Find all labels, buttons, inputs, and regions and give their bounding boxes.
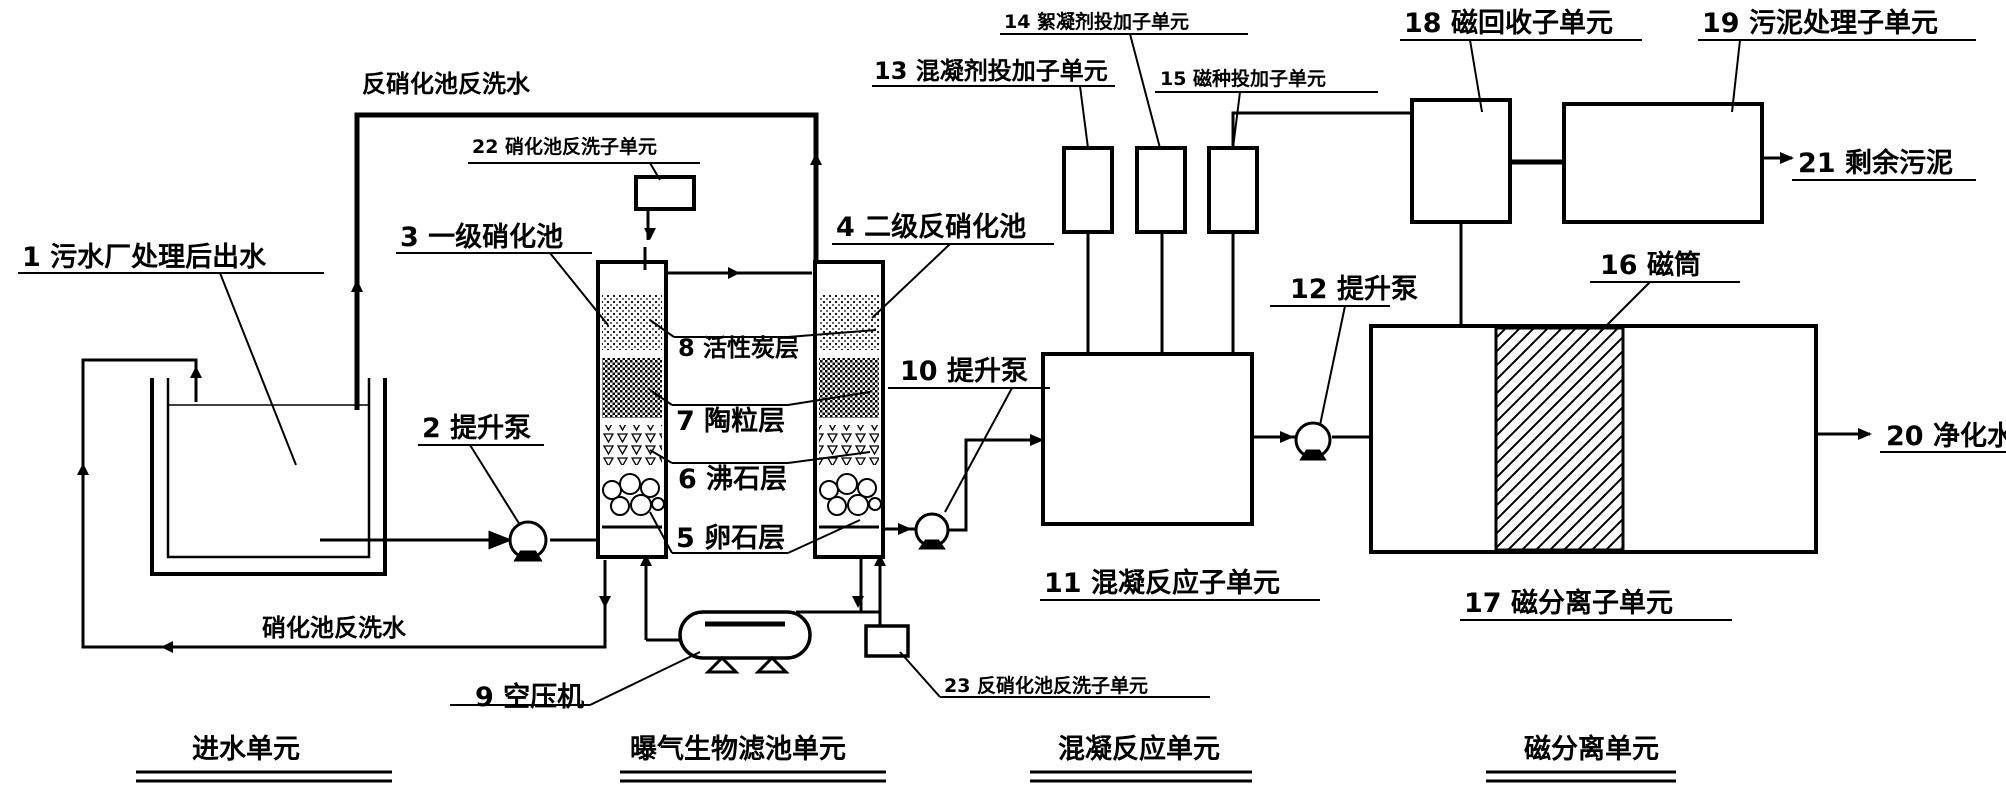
label-pump-12: 12 提升泵 <box>1290 274 1418 305</box>
arrow-nitrification-backwash-up <box>77 463 89 475</box>
label-pump-2: 2 提升泵 <box>422 413 531 444</box>
arrow-nitrification-backwash-left <box>161 641 173 653</box>
arrow-transfer <box>728 267 740 279</box>
bio2-carbon-layer <box>819 295 879 350</box>
pump-12 <box>1294 421 1332 461</box>
flocculant-doser <box>1135 146 1187 234</box>
label-carbon-layer: 8 活性炭层 <box>678 334 799 362</box>
pipe-denitrification-backwash <box>354 112 819 410</box>
coagulant-doser <box>1062 146 1114 234</box>
backwash-unit-23 <box>864 624 910 658</box>
label-pebble-layer: 5 卵石层 <box>676 523 785 554</box>
bio2-ceramsite-layer <box>819 358 879 418</box>
air-compressor <box>646 610 880 674</box>
label-sludge-treatment-unit: 19 污泥处理子单元 <box>1702 8 1938 39</box>
pump-10 <box>914 512 950 550</box>
label-coagulation-unit: 11 混凝反应子单元 <box>1044 567 1280 599</box>
backwash-unit-22 <box>634 175 696 211</box>
sludge-treatment-unit <box>1562 102 1764 224</box>
arrow-backwash-22 <box>644 228 656 240</box>
magnetic-seed-doser <box>1207 146 1259 234</box>
section-coagulation: 混凝反应单元 <box>1058 733 1220 765</box>
label-coagulant-doser: 13 混凝剂投加子单元 <box>874 57 1108 85</box>
compressor-tank <box>678 610 812 660</box>
arrow-air-bio1 <box>640 554 652 566</box>
bio2-pebble-layer <box>819 473 882 516</box>
arrow-into-coagulation <box>1030 434 1044 446</box>
label-effluent-inlet: 1 污水厂处理后出水 <box>22 242 267 273</box>
section-underlines <box>136 770 1676 783</box>
section-magnetic: 磁分离单元 <box>1524 733 1659 765</box>
section-baf: 曝气生物滤池单元 <box>630 734 846 765</box>
arrow-air-bio2 <box>874 554 886 566</box>
pipe-pump10-to-coagulation <box>948 438 1043 532</box>
label-magnetic-seed-doser: 15 磁种投加子单元 <box>1160 67 1326 90</box>
label-ceramsite-layer: 7 陶粒层 <box>676 405 785 437</box>
label-magnetic-separation-unit: 17 磁分离子单元 <box>1464 587 1673 619</box>
label-nitrification-backwash-water: 硝化池反洗水 <box>262 614 407 642</box>
leader-lines <box>18 33 2006 706</box>
arrow-into-pump12 <box>1280 431 1294 443</box>
label-denitrification-backwash-unit: 23 反硝化池反洗子单元 <box>944 674 1148 697</box>
influent-tank-outer <box>150 378 387 576</box>
arrow-drain-bio1 <box>599 596 611 608</box>
label-zeolite-layer: 6 沸石层 <box>678 464 787 495</box>
arrow-inflow <box>190 366 202 378</box>
magnetic-drum <box>1494 326 1625 552</box>
label-excess-sludge: 21 剩余污泥 <box>1798 147 1953 179</box>
label-pump-10: 10 提升泵 <box>900 356 1028 387</box>
arrow-denitrification-backwash-up <box>810 153 822 165</box>
label-magnet-recovery-unit: 18 磁回收子单元 <box>1404 8 1613 39</box>
label-nitrification-tank: 3 一级硝化池 <box>400 221 563 253</box>
compressor-feet <box>704 655 790 674</box>
label-nitrification-backwash-unit: 22 硝化池反洗子单元 <box>472 135 657 158</box>
biofilter-denitrification <box>813 260 885 559</box>
label-flocculant-doser: 14 絮凝剂投加子单元 <box>1004 10 1189 33</box>
bio1-pebble-layer <box>602 473 665 516</box>
pump-2 <box>508 520 548 562</box>
arrow-excess-sludge <box>1780 152 1794 164</box>
bio1-ceramsite-layer <box>602 358 662 418</box>
arrow-into-pump10 <box>898 523 912 535</box>
magnet-recovery-unit <box>1410 98 1512 224</box>
bio2-zeolite-layer <box>819 425 879 465</box>
pipe-nitrification-backwash <box>81 358 607 649</box>
label-denitrification-backwash-water: 反硝化池反洗水 <box>362 70 531 98</box>
label-denitrification-tank: 4 二级反硝化池 <box>836 211 1026 243</box>
label-air-compressor: 9 空压机 <box>475 681 584 713</box>
arrow-clean-water <box>1858 428 1872 440</box>
influent-tank-inner <box>166 378 371 559</box>
label-clean-water: 20 净化水 <box>1886 421 2006 452</box>
section-inlet: 进水单元 <box>192 734 300 765</box>
arrow-drain-bio2 <box>852 596 864 608</box>
biofilter-nitrification <box>596 247 668 559</box>
recovered-magnet-line <box>1231 111 1412 150</box>
arrow-backwash-up <box>351 279 363 292</box>
bio1-zeolite-layer <box>602 425 662 465</box>
coagulation-tank <box>1041 352 1254 526</box>
label-magnetic-drum: 16 磁筒 <box>1600 249 1701 281</box>
